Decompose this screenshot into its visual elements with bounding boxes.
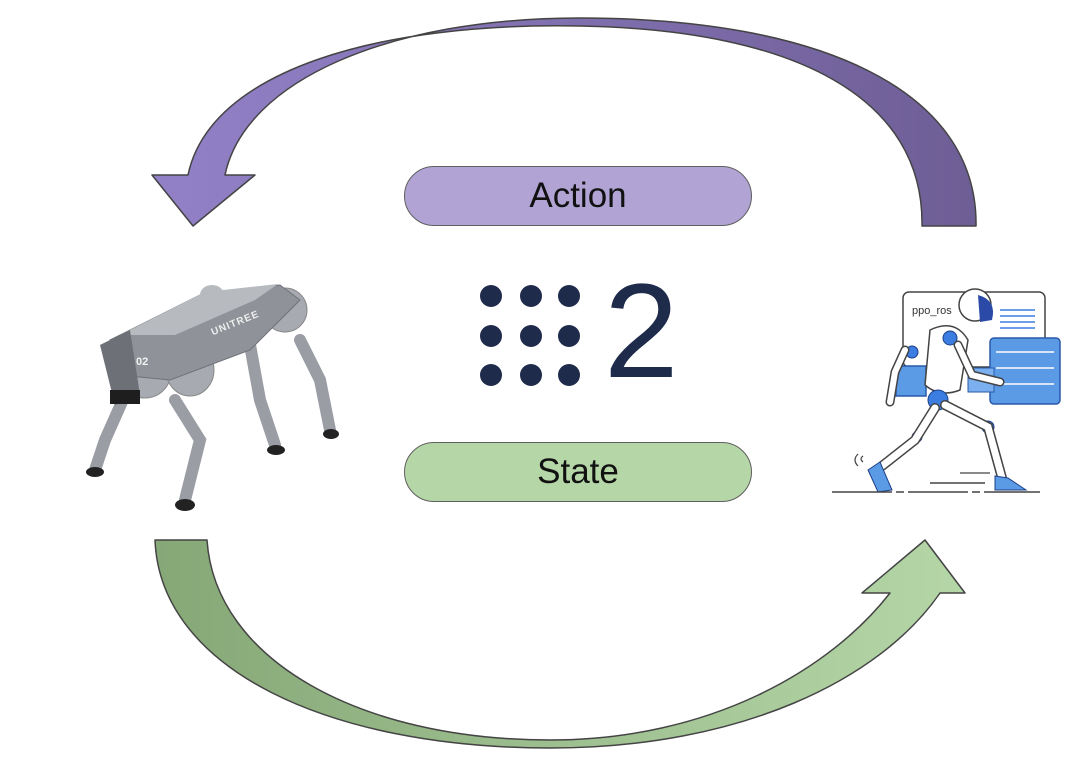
humanoid-robot-agent-icon	[832, 288, 1061, 493]
state-label-pill: State	[404, 442, 752, 502]
action-arrow	[151, 17, 977, 227]
logo-number: 2	[604, 257, 679, 406]
robot-model-label: 02	[136, 356, 149, 368]
state-label: State	[537, 452, 619, 491]
dot-grid-logo-icon	[480, 285, 580, 386]
quadruped-robot-icon	[86, 284, 339, 511]
action-label-pill: Action	[404, 166, 752, 226]
state-arrow	[154, 539, 966, 749]
action-label: Action	[529, 176, 627, 215]
agent-screen-label: ppo_ros	[912, 305, 952, 317]
